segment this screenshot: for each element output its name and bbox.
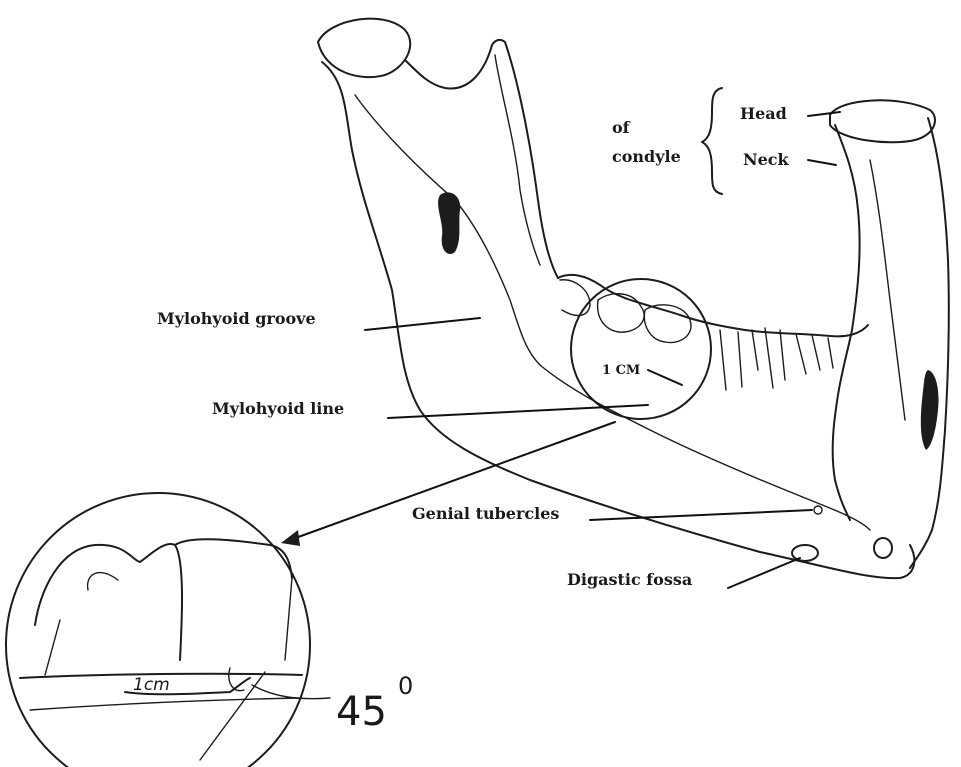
ramus-right-inner — [870, 160, 905, 420]
inset-tooth-groove — [88, 573, 118, 590]
condyle-right-head — [830, 100, 935, 142]
body-inner-line — [540, 365, 870, 530]
label-neck: Neck — [743, 150, 790, 169]
inset-view — [6, 493, 330, 767]
inset-tooth-left — [35, 544, 182, 660]
ramus-shadow — [921, 370, 939, 450]
leader-mylohyoid-groove — [365, 318, 480, 330]
ramus-left-anterior — [405, 40, 558, 278]
genial-tubercle-mark — [814, 506, 822, 514]
label-of: of — [612, 118, 631, 137]
leader-neck — [808, 160, 836, 165]
label-digastic-fossa: Digastic fossa — [567, 570, 692, 589]
magnifier-circle — [571, 279, 711, 419]
inset-leader-45 — [252, 685, 330, 699]
inset-tooth-right — [175, 539, 292, 578]
inset-angle-line — [200, 668, 265, 760]
label-angle-value: 45 — [336, 689, 387, 735]
label-condyle: condyle — [612, 147, 681, 166]
ramus-right-anterior — [833, 125, 860, 520]
molar-crowns — [560, 280, 691, 343]
label-head: Head — [740, 104, 787, 123]
condyle-bracket — [702, 88, 722, 194]
label-mylohyoid-groove: Mylohyoid groove — [157, 309, 316, 328]
label-genial-tubercles: Genial tubercles — [412, 504, 559, 523]
label-mylohyoid-line: Mylohyoid line — [212, 399, 344, 418]
digastric-fossa-mark — [792, 545, 818, 561]
leader-digastic-fossa — [728, 558, 800, 588]
leader-1cm — [648, 370, 682, 385]
inset-circle — [6, 493, 310, 767]
mental-foramen — [874, 538, 892, 558]
leader-head — [808, 112, 840, 116]
condyle-left-head — [318, 19, 410, 77]
ramus-right-posterior — [910, 118, 949, 568]
zoom-arrow — [281, 422, 615, 546]
mandible-outline — [318, 19, 949, 579]
label-inset-1cm: 1cm — [133, 675, 170, 695]
label-angle-unit: 0 — [398, 672, 413, 700]
teeth-row — [720, 328, 833, 390]
alveolar-crest — [558, 275, 868, 336]
mandibular-foramen — [438, 192, 460, 254]
ramus-left-posterior — [322, 62, 914, 578]
label-1cm: 1 CM — [602, 363, 640, 378]
